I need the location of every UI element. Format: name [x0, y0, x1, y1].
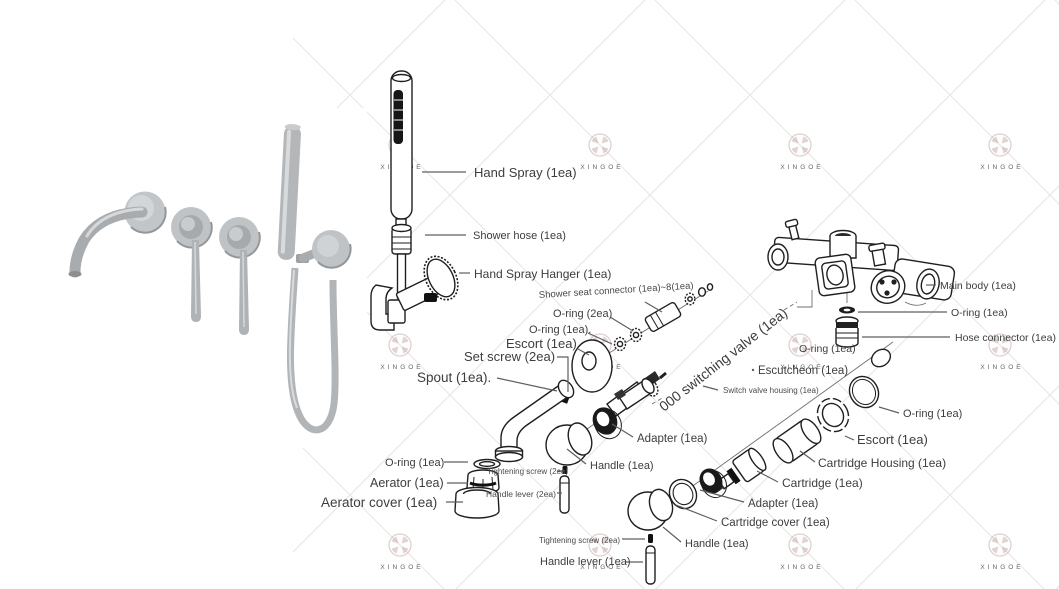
exploded-parts	[370, 70, 956, 585]
watermark-brand-text: XINGOE	[380, 564, 423, 571]
label-tightening-screw-mid: Tightening screw (2ea)	[487, 467, 568, 476]
watermark-medallion-icon: XINGOE	[980, 333, 1023, 371]
photo-handle-2	[219, 217, 261, 335]
watermark-medallion-icon: XINGOE	[580, 533, 623, 571]
label-tightening-screw-bottom: Tightening screw (2ea)	[539, 536, 620, 545]
watermark-brand-text: XINGOE	[780, 364, 823, 371]
label-o-ring-mid-right: O-ring (1ea)	[799, 343, 856, 355]
bracket-main-body	[797, 290, 813, 308]
label-o-ring-main: O-ring (1ea)	[951, 307, 1008, 319]
part-escort-disc	[571, 339, 613, 393]
part-handle-right	[627, 488, 674, 531]
watermark-grid-lines	[293, 0, 1059, 589]
product-photo	[45, 108, 367, 448]
watermark-medallion-icon: XINGOE	[380, 533, 423, 571]
label-shower-hose: Shower hose (1ea)	[473, 230, 566, 242]
label-escort-left: Escort (1ea)	[506, 336, 577, 351]
label-hand-spray-hanger: Hand Spray Hanger (1ea)	[474, 267, 611, 281]
part-o-ring-main	[839, 306, 855, 314]
watermark-brand-text: XINGOE	[980, 364, 1023, 371]
part-cartridge-housing	[772, 418, 822, 464]
label-o-ring-1ea-top: O-ring (1ea).	[529, 324, 591, 336]
part-o-ring-spout	[473, 458, 501, 470]
axis-dash-valve-1	[651, 396, 665, 405]
part-escort-right	[816, 397, 850, 433]
label-handle-lever-mid: Handle lever (2ea)	[486, 489, 556, 499]
label-handle-lever-bottom: Handle lever (1ea)	[540, 556, 631, 568]
label-cartridge-cover: Cartridge cover (1ea)	[721, 517, 830, 529]
watermark-medallion-icon: XINGOE	[780, 333, 823, 371]
label-adapter-mid: Adapter (1ea)	[637, 433, 707, 445]
part-adapter-mid	[592, 407, 622, 440]
label-handle-right: Handle (1ea)	[685, 538, 749, 550]
labels: Hand Spray (1ea) Shower hose (1ea) Hand …	[321, 165, 1056, 568]
part-hose-connector	[835, 316, 859, 348]
photo-spout	[68, 191, 167, 278]
watermark-brand-text: XINGOE	[980, 164, 1023, 171]
part-adapter-right	[699, 468, 728, 499]
watermark-brand-text: XINGOE	[780, 164, 823, 171]
label-hose-connector: Hose connector (1ea)	[955, 332, 1056, 344]
watermark-brand-text: XINGOE	[980, 564, 1023, 571]
label-aerator-cover: Aerator cover (1ea)	[321, 495, 437, 510]
watermark-brand-text: XINGOE	[380, 364, 423, 371]
part-handle-lever-bottom	[645, 545, 656, 585]
axis-dash-valve-2	[783, 301, 798, 311]
part-handle-lever-mid	[559, 475, 570, 514]
part-aerator-cover	[454, 486, 500, 519]
watermark-medallion-icon: XINGOE	[780, 133, 823, 171]
photo-hand-shower	[277, 124, 352, 434]
label-hand-spray: Hand Spray (1ea)	[474, 165, 577, 180]
label-set-screw: Set screw (2ea)	[464, 349, 555, 364]
watermark-medallion-icon: XINGOE	[980, 533, 1023, 571]
watermark-brand-text: XINGOE	[580, 564, 623, 571]
label-switch-valve-housing: Switch valve housing (1ea)	[723, 386, 819, 395]
part-handle-mid	[545, 422, 593, 466]
part-switch-valve-housing	[614, 378, 655, 410]
part-escutcheon	[870, 348, 892, 368]
part-hand-spray	[390, 70, 413, 228]
label-o-ring-2ea: O-ring (2ea)	[553, 308, 612, 320]
part-tightening-screw-mid	[562, 466, 568, 474]
part-shower-seat-connector-chain	[613, 283, 714, 352]
label-adapter-right: Adapter (1ea)	[748, 498, 818, 510]
label-escort-right: Escort (1ea)	[857, 432, 928, 447]
label-switching-valve: 000 switching valve (1ea)	[656, 304, 790, 414]
photo-handle-1	[171, 207, 213, 322]
watermark-brand-text: XINGOE	[580, 164, 623, 171]
watermark-medallion-icon: XINGOE	[380, 333, 423, 371]
watermark-medallion-icon: XINGOE	[580, 133, 623, 171]
label-o-ring-spout: O-ring (1ea)	[385, 457, 444, 469]
label-escutcheon: Escutcheon (1ea)	[758, 365, 848, 377]
leader-lines	[422, 171, 950, 563]
label-spout: Spout (1ea).	[417, 370, 491, 385]
watermark-brand-text: XINGOE	[780, 564, 823, 571]
label-main-body: Main body (1ea)	[940, 280, 1016, 292]
part-shower-hose	[391, 223, 412, 299]
label-aerator: Aerator (1ea)	[370, 476, 444, 490]
part-o-ring-right	[848, 375, 880, 409]
label-cartridge: Cartridge (1ea)	[782, 476, 863, 490]
watermark-medallion-icon: XINGOE	[780, 533, 823, 571]
label-handle-mid: Handle (1ea)	[590, 460, 654, 472]
photo-background	[45, 108, 367, 448]
part-main-body	[767, 218, 956, 306]
label-cartridge-housing: Cartridge Housing (1ea)	[818, 456, 946, 470]
part-hand-spray-hanger	[370, 255, 459, 331]
label-o-ring-right: O-ring (1ea)	[903, 408, 962, 420]
watermark-medallion-icon: XINGOE	[980, 133, 1023, 171]
part-tightening-screw-bottom	[648, 534, 653, 543]
